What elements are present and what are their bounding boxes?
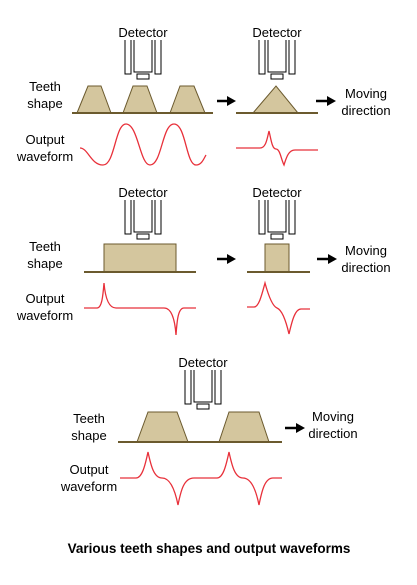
teeth-label-line1: Teeth [29, 79, 61, 94]
output-label-line1: Output [25, 132, 64, 147]
detector-label: Detector [252, 185, 302, 200]
waveform-spikes [120, 451, 282, 506]
detector-icon [184, 369, 222, 410]
arrow-right-icon [285, 423, 305, 433]
output-label-line2: waveform [60, 479, 117, 494]
moving-label-line2: direction [308, 426, 357, 441]
moving-label-line1: Moving [345, 86, 387, 101]
teeth-label-line2: shape [27, 256, 62, 271]
arrow-right-icon [217, 96, 236, 106]
arrow-right-icon [316, 96, 336, 106]
panel-wide-rectangle-tooth: Detector Teeth shape Output waveform [16, 185, 196, 336]
output-label-line1: Output [69, 462, 108, 477]
waveform-pulse [236, 130, 318, 167]
detector-icon [124, 39, 162, 80]
moving-label-line1: Moving [312, 409, 354, 424]
tooth [251, 85, 300, 114]
moving-label-line1: Moving [345, 243, 387, 258]
teeth-label-line1: Teeth [73, 411, 105, 426]
output-label-line2: waveform [16, 149, 73, 164]
tooth [169, 85, 206, 114]
tooth [218, 411, 270, 443]
tooth [136, 411, 189, 443]
detector-label: Detector [178, 355, 228, 370]
detector-label: Detector [252, 25, 302, 40]
figure-caption: Various teeth shapes and output waveform… [68, 541, 351, 556]
arrow-right-icon [317, 254, 337, 264]
output-label-line1: Output [25, 291, 64, 306]
detector-label: Detector [118, 25, 168, 40]
arrow-right-icon [217, 254, 236, 264]
tooth [122, 85, 158, 114]
tooth [76, 85, 112, 114]
teeth-label-line2: shape [27, 96, 62, 111]
panel-two-trapezoid-teeth: Detector Teeth shape Output waveform [60, 355, 282, 506]
teeth-label-line2: shape [71, 428, 106, 443]
panel-narrow-rectangle-tooth: Detector [247, 185, 310, 335]
moving-label-line2: direction [341, 103, 390, 118]
tooth [264, 243, 290, 273]
output-label-line2: waveform [16, 308, 73, 323]
waveform-sine [79, 123, 207, 166]
waveform-spikes [84, 282, 196, 336]
detector-icon [258, 39, 296, 80]
waveform-spikes [247, 280, 310, 335]
detector-icon [258, 199, 296, 240]
detector-icon [124, 199, 162, 240]
detector-label: Detector [118, 185, 168, 200]
panel-trapezoid-teeth: Detector Teeth shape Output waveform [16, 25, 213, 166]
tooth [103, 243, 177, 273]
teeth-label-line1: Teeth [29, 239, 61, 254]
panel-triangle-tooth: Detector [236, 25, 318, 167]
moving-label-line2: direction [341, 260, 390, 275]
